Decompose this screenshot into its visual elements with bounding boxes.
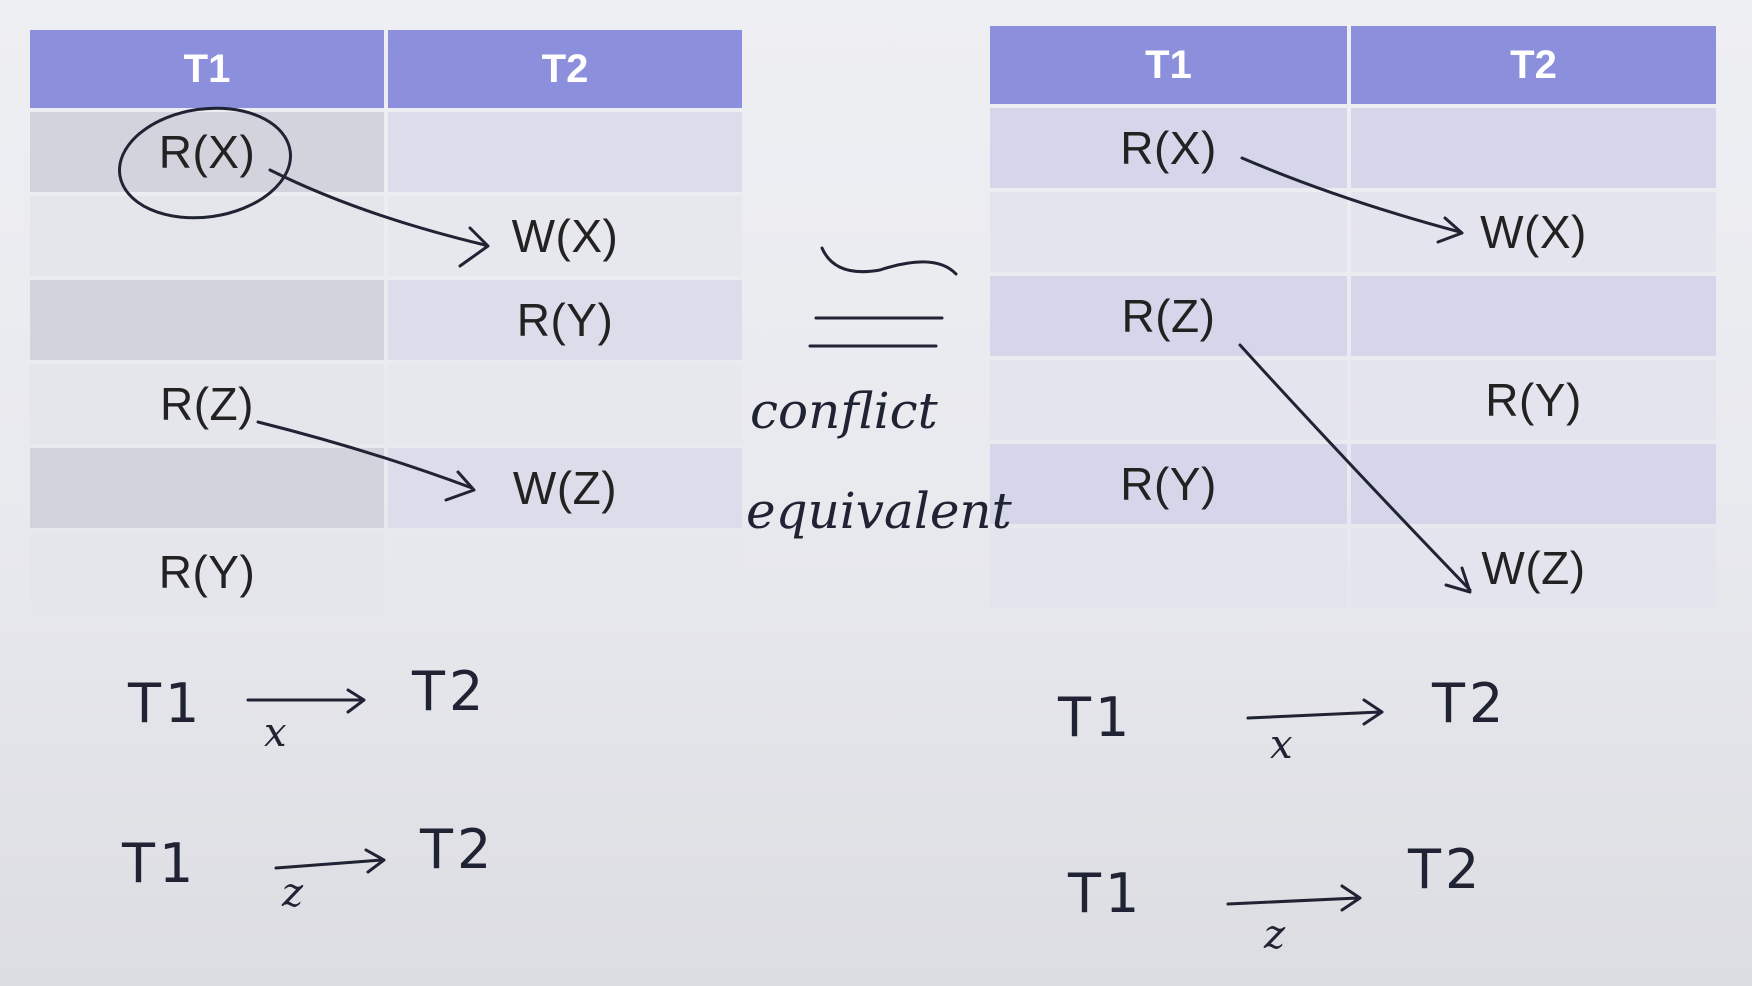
right-note-2-to: T2 bbox=[1408, 838, 1484, 901]
right-cell-1-t2 bbox=[1351, 108, 1716, 188]
right-cell-2-t1 bbox=[990, 192, 1347, 272]
note-arrow-left-2 bbox=[274, 848, 386, 874]
left-cell-4-t2 bbox=[388, 364, 742, 444]
right-row-3: R(Z) bbox=[990, 276, 1716, 356]
left-note-1-via: x bbox=[264, 710, 287, 756]
right-header-t2: T2 bbox=[1351, 26, 1716, 104]
note-arrow-right-2 bbox=[1226, 884, 1362, 912]
left-cell-4-t1: R(Z) bbox=[30, 364, 384, 444]
right-note-2-from: T1 bbox=[1068, 862, 1144, 925]
left-row-1: R(X) bbox=[30, 112, 742, 192]
left-cell-2-t2: W(X) bbox=[388, 196, 742, 276]
right-note-1-to: T2 bbox=[1432, 672, 1508, 735]
left-cell-5-t1 bbox=[30, 448, 384, 528]
left-cell-3-t2: R(Y) bbox=[388, 280, 742, 360]
right-header-t1: T1 bbox=[990, 26, 1347, 104]
congruence-tilde bbox=[820, 246, 958, 276]
left-row-5: W(Z) bbox=[30, 448, 742, 528]
note-arrow-right-1 bbox=[1246, 698, 1384, 726]
right-note-1-from: T1 bbox=[1058, 686, 1134, 749]
right-cell-2-t2: W(X) bbox=[1351, 192, 1716, 272]
right-cell-6-t1 bbox=[990, 528, 1347, 608]
left-row-3: R(Y) bbox=[30, 280, 742, 360]
right-cell-3-t2 bbox=[1351, 276, 1716, 356]
right-cell-5-t1: R(Y) bbox=[990, 444, 1347, 524]
left-note-2-via: z bbox=[282, 870, 304, 916]
right-cell-1-t1: R(X) bbox=[990, 108, 1347, 188]
note-arrow-left-1 bbox=[246, 688, 366, 714]
right-cell-4-t2: R(Y) bbox=[1351, 360, 1716, 440]
left-cell-6-t2 bbox=[388, 532, 742, 612]
left-cell-3-t1 bbox=[30, 280, 384, 360]
left-cell-1-t2 bbox=[388, 112, 742, 192]
left-header-row: T1 T2 bbox=[30, 30, 742, 108]
right-cell-3-t1: R(Z) bbox=[990, 276, 1347, 356]
right-row-5: R(Y) bbox=[990, 444, 1716, 524]
right-cell-5-t2 bbox=[1351, 444, 1716, 524]
left-header-t2: T2 bbox=[388, 30, 742, 108]
right-note-1-via: x bbox=[1270, 722, 1293, 768]
right-header-row: T1 T2 bbox=[990, 26, 1716, 104]
left-cell-6-t1: R(Y) bbox=[30, 532, 384, 612]
left-cell-2-t1 bbox=[30, 196, 384, 276]
center-text-line2: equivalent bbox=[746, 482, 1012, 540]
left-row-4: R(Z) bbox=[30, 364, 742, 444]
left-cell-5-t2: W(Z) bbox=[388, 448, 742, 528]
right-row-2: W(X) bbox=[990, 192, 1716, 272]
left-note-1-to: T2 bbox=[412, 660, 488, 723]
right-row-1: R(X) bbox=[990, 108, 1716, 188]
left-header-t1: T1 bbox=[30, 30, 384, 108]
left-note-2-from: T1 bbox=[122, 832, 198, 895]
right-note-2-via: z bbox=[1264, 912, 1286, 958]
right-schedule-table: T1 T2 R(X) W(X) R(Z) R(Y) R(Y) W(Z) bbox=[986, 22, 1720, 612]
left-schedule-table: T1 T2 R(X) W(X) R(Y) R(Z) W(Z) R(Y) bbox=[26, 26, 746, 616]
left-row-6: R(Y) bbox=[30, 532, 742, 612]
right-cell-6-t2: W(Z) bbox=[1351, 528, 1716, 608]
left-row-2: W(X) bbox=[30, 196, 742, 276]
right-row-6: W(Z) bbox=[990, 528, 1716, 608]
left-note-2-to: T2 bbox=[420, 818, 496, 881]
right-row-4: R(Y) bbox=[990, 360, 1716, 440]
right-cell-4-t1 bbox=[990, 360, 1347, 440]
left-note-1-from: T1 bbox=[128, 672, 204, 735]
center-text-line1: conflict bbox=[750, 382, 938, 440]
left-cell-1-t1: R(X) bbox=[30, 112, 384, 192]
